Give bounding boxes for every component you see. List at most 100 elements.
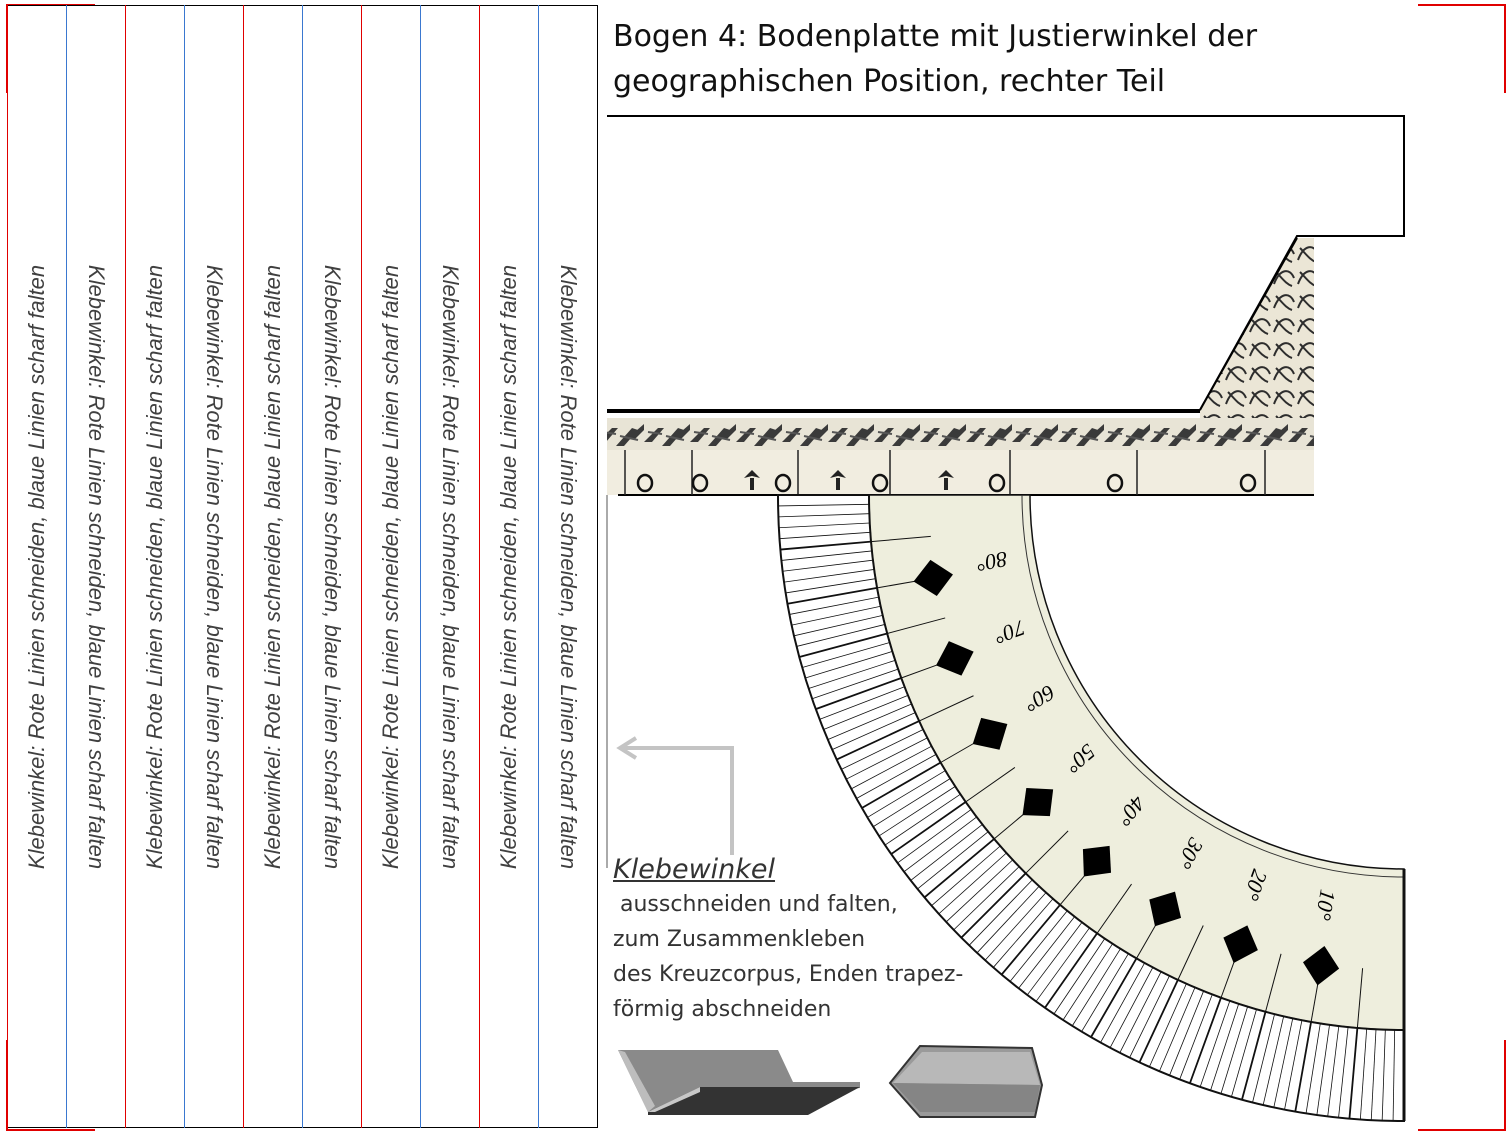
note-heading: Klebewinkel — [613, 854, 776, 885]
note-line-2: zum Zusammenkleben — [613, 927, 866, 952]
five-degree-line — [1025, 830, 1069, 874]
degree-tick — [945, 859, 1013, 923]
degree-tick — [984, 892, 1047, 961]
degree-tick — [819, 686, 905, 720]
degree-tick — [784, 569, 875, 583]
division-band — [607, 450, 1314, 495]
five-degree-line — [1220, 959, 1236, 998]
degree-tick — [789, 596, 879, 615]
degree-tick — [1338, 1027, 1349, 1118]
degree-tick — [1392, 1029, 1396, 1121]
fleur-de-lis-icon — [744, 470, 760, 490]
note-line-1: ausschneiden und falten, — [613, 892, 898, 917]
degree-tick — [1026, 922, 1083, 996]
degree-tick — [1179, 994, 1213, 1080]
degree-tick — [1381, 1029, 1386, 1121]
cut-line — [125, 5, 126, 1128]
degree-tick — [785, 578, 876, 594]
diamond-marker-icon — [1022, 787, 1054, 817]
degree-tick — [796, 624, 885, 647]
degree-tick — [778, 513, 870, 518]
degree-tick — [1100, 962, 1145, 1043]
degree-tick — [841, 729, 924, 770]
latitude-quadrant: 10°20°30°40°50°60°70°80° — [776, 494, 1406, 1123]
degree-tick — [923, 838, 995, 899]
degree-tick — [1129, 975, 1170, 1058]
degree-tick — [1159, 987, 1196, 1072]
degree-tick — [780, 540, 872, 551]
diamond-marker-icon — [913, 559, 953, 597]
degree-tick — [884, 793, 961, 846]
degree-tick — [781, 550, 872, 561]
degree-tick — [1109, 967, 1154, 1048]
fold-line — [66, 5, 67, 1128]
fold-line — [420, 5, 421, 1128]
title-line-1: Bogen 4: Bodenplatte mit Justierwinkel d… — [613, 19, 1258, 54]
degree-tick — [831, 712, 916, 750]
ornament-corner — [1200, 238, 1314, 420]
five-degree-line — [1177, 925, 1204, 981]
five-degree-line — [993, 812, 1026, 840]
degree-tick — [791, 605, 881, 626]
degree-tick — [778, 503, 870, 507]
degree-tick — [1370, 1029, 1377, 1121]
five-degree-line — [918, 695, 974, 722]
degree-tick — [1348, 1027, 1359, 1119]
degree-tick — [1081, 953, 1129, 1032]
fold-line — [184, 5, 185, 1128]
degree-tick — [878, 786, 956, 837]
fleur-de-lis-icon — [830, 470, 846, 490]
five-degree-line — [1356, 968, 1364, 1029]
crop-mark-top-right-v — [1504, 4, 1506, 93]
crop-mark-bottom-right-v — [1504, 1040, 1506, 1131]
glue-angle-instructions: Klebewinkel ausschneiden und falten, zum… — [613, 852, 963, 1027]
degree-tick — [805, 651, 893, 679]
degree-tick — [960, 872, 1027, 939]
degree-tick — [993, 898, 1054, 968]
degree-tick — [799, 632, 888, 658]
degree-tick — [1199, 1000, 1231, 1088]
diamond-marker-icon — [1223, 925, 1258, 963]
fold-line — [538, 5, 539, 1128]
note-line-3: des Kreuzcorpus, Enden trapez- — [613, 962, 964, 987]
degree-tick — [1273, 1018, 1294, 1108]
braided-border — [607, 418, 1314, 450]
degree-tick — [1252, 1014, 1275, 1103]
diamond-marker-icon — [972, 717, 1008, 750]
five-degree-line — [870, 535, 931, 543]
degree-tick — [808, 659, 896, 689]
circle-mark — [1106, 473, 1124, 493]
five-degree-line — [940, 742, 976, 763]
circle-mark — [871, 473, 889, 493]
glue-angle-trapezoid-illustration — [888, 1044, 1044, 1118]
five-degree-line — [877, 580, 917, 589]
diamond-marker-icon — [1302, 946, 1340, 986]
five-degree-line — [887, 617, 946, 634]
five-degree-line — [1059, 873, 1087, 906]
diamond-marker-icon — [1082, 845, 1112, 877]
degree-tick — [1305, 1023, 1321, 1114]
five-degree-line — [1136, 923, 1157, 959]
degree-tick — [931, 845, 1001, 906]
cut-line — [479, 5, 480, 1128]
title-line-2: geographischen Position, rechter Teil — [613, 64, 1166, 99]
diamond-marker-icon — [1149, 891, 1182, 927]
inner-arc — [1021, 494, 1405, 878]
diamond-marker-icon — [936, 641, 974, 676]
circle-mark — [774, 473, 792, 493]
degree-tick — [861, 761, 942, 809]
degree-tick — [782, 559, 874, 572]
page-title: Bogen 4: Bodenplatte mit Justierwinkel d… — [613, 14, 1257, 104]
degree-tick — [1359, 1028, 1368, 1120]
degree-tick — [836, 720, 920, 761]
fleur-de-lis-icon — [938, 470, 954, 490]
degree-tick — [846, 737, 928, 780]
five-degree-line — [1310, 982, 1319, 1022]
degree-tick — [827, 703, 912, 740]
degree-tick — [1262, 1016, 1285, 1106]
degree-tick — [953, 866, 1020, 931]
crop-mark-top-right-h — [1418, 4, 1506, 6]
degree-label: 10° — [1311, 888, 1341, 923]
five-degree-line — [1096, 883, 1132, 934]
